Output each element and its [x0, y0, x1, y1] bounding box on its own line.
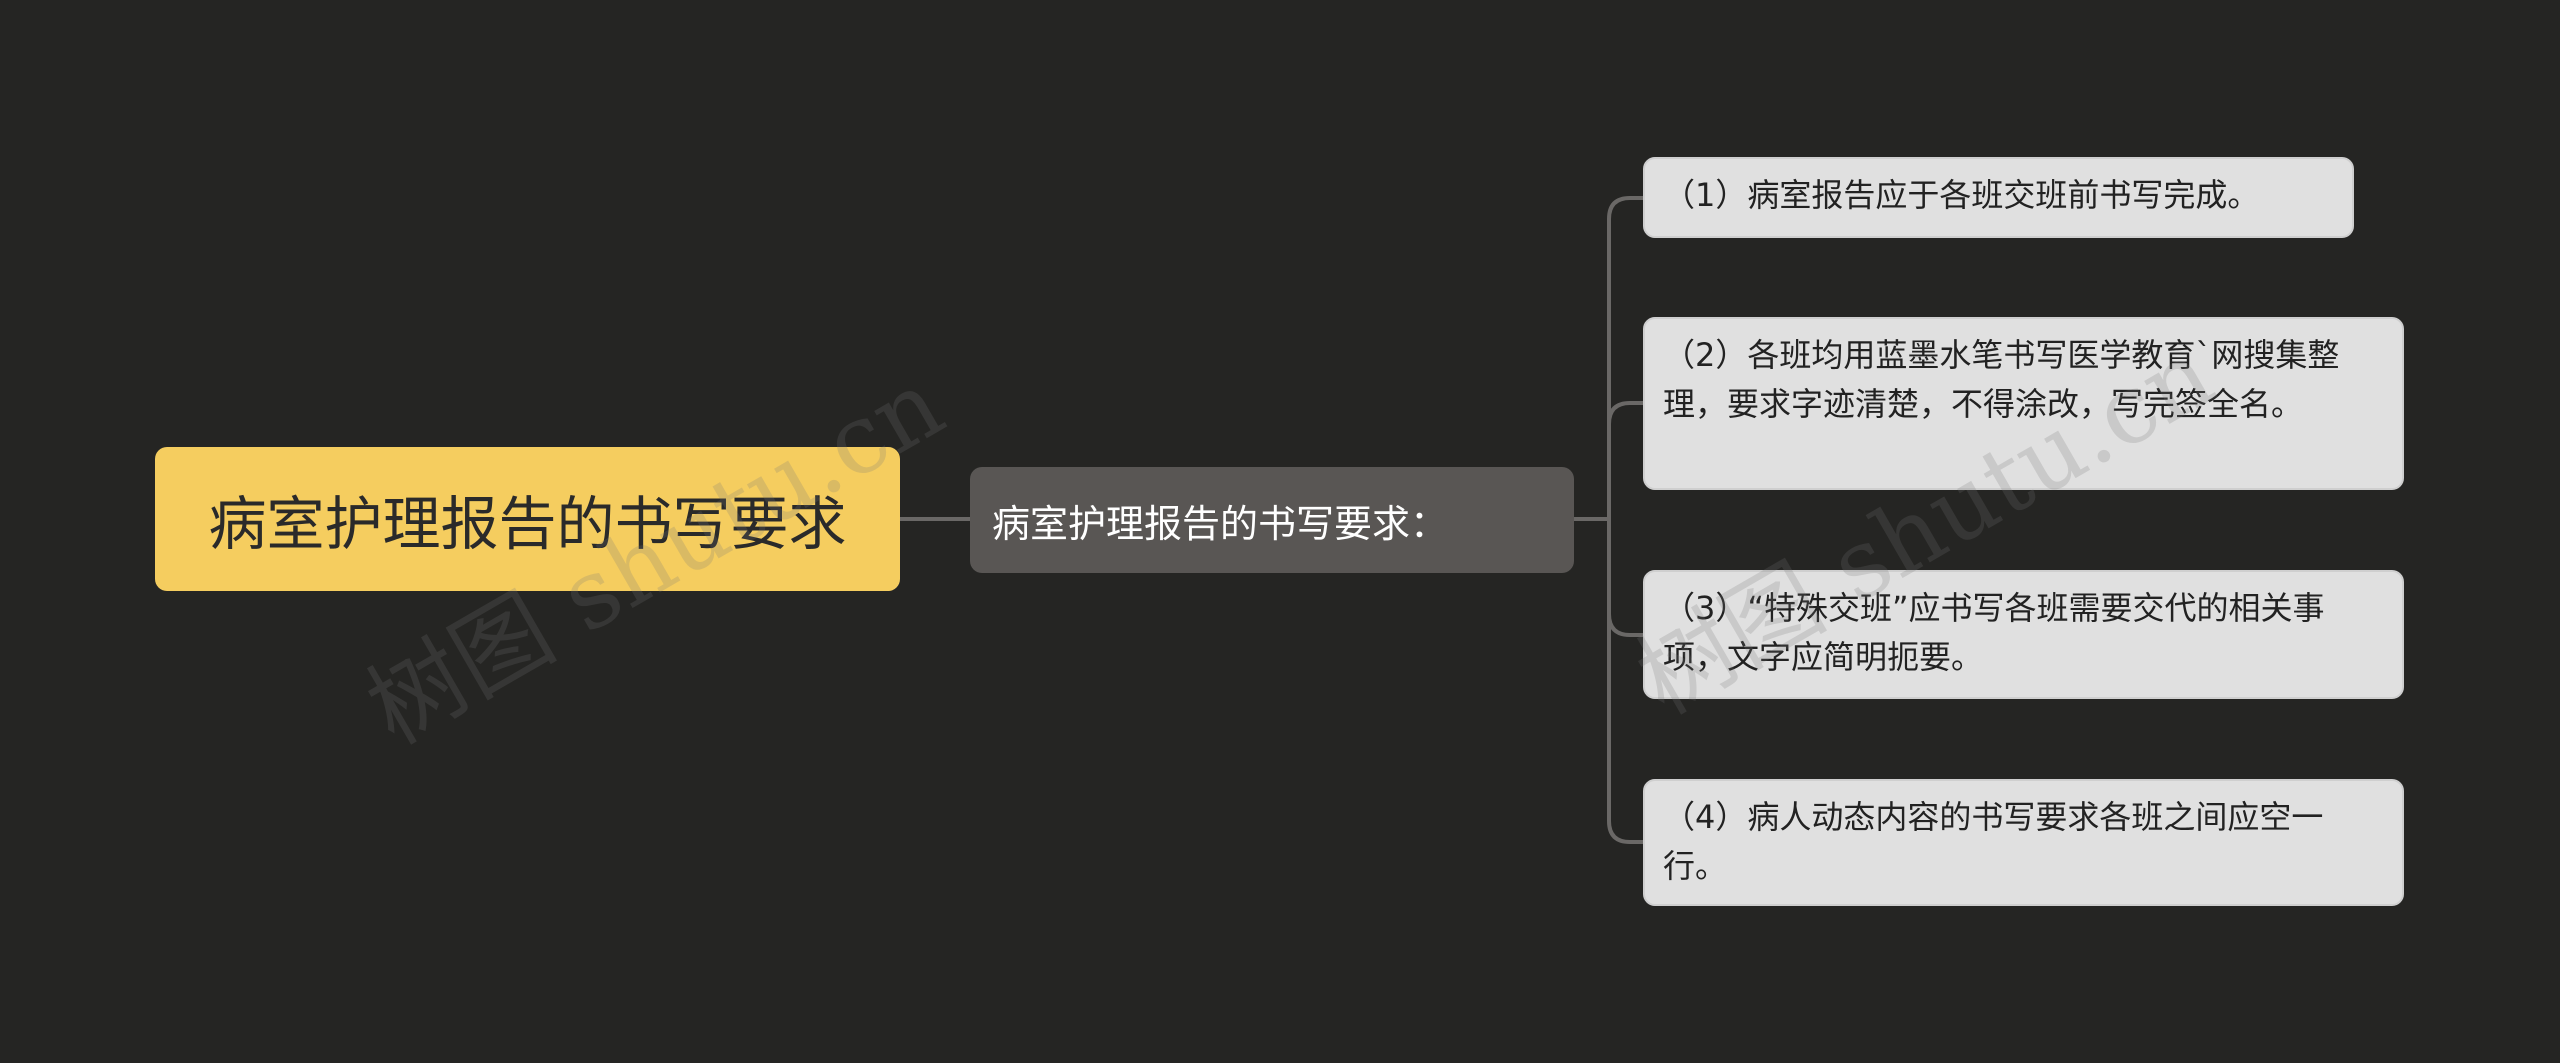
root-topic[interactable]: 病室护理报告的书写要求	[155, 447, 900, 591]
leaf-topic-2[interactable]: （2）各班均用蓝墨水笔书写医学教育`网搜集整理，要求字迹清楚，不得涂改，写完签全…	[1643, 317, 2404, 490]
connector-leaf-3	[1607, 613, 1643, 637]
leaf-label: （3）“特殊交班”应书写各班需要交代的相关事项，文字应简明扼要。	[1663, 589, 2325, 676]
leaf-topic-1[interactable]: （1）病室报告应于各班交班前书写完成。	[1643, 157, 2354, 238]
subtopic-label: 病室护理报告的书写要求：	[992, 501, 1449, 546]
subtopic[interactable]: 病室护理报告的书写要求：	[970, 467, 1574, 573]
leaf-label: （1）病室报告应于各班交班前书写完成。	[1663, 176, 2260, 214]
leaf-label: （4）病人动态内容的书写要求各班之间应空一行。	[1663, 798, 2324, 885]
leaf-topic-4[interactable]: （4）病人动态内容的书写要求各班之间应空一行。	[1643, 779, 2404, 906]
leaf-topic-3[interactable]: （3）“特殊交班”应书写各班需要交代的相关事项，文字应简明扼要。	[1643, 570, 2404, 699]
connector-leaf-2	[1607, 401, 1643, 425]
connector-trunk	[1607, 196, 1643, 844]
root-topic-label: 病室护理报告的书写要求	[208, 490, 847, 558]
leaf-label: （2）各班均用蓝墨水笔书写医学教育`网搜集整理，要求字迹清楚，不得涂改，写完签全…	[1663, 336, 2340, 423]
